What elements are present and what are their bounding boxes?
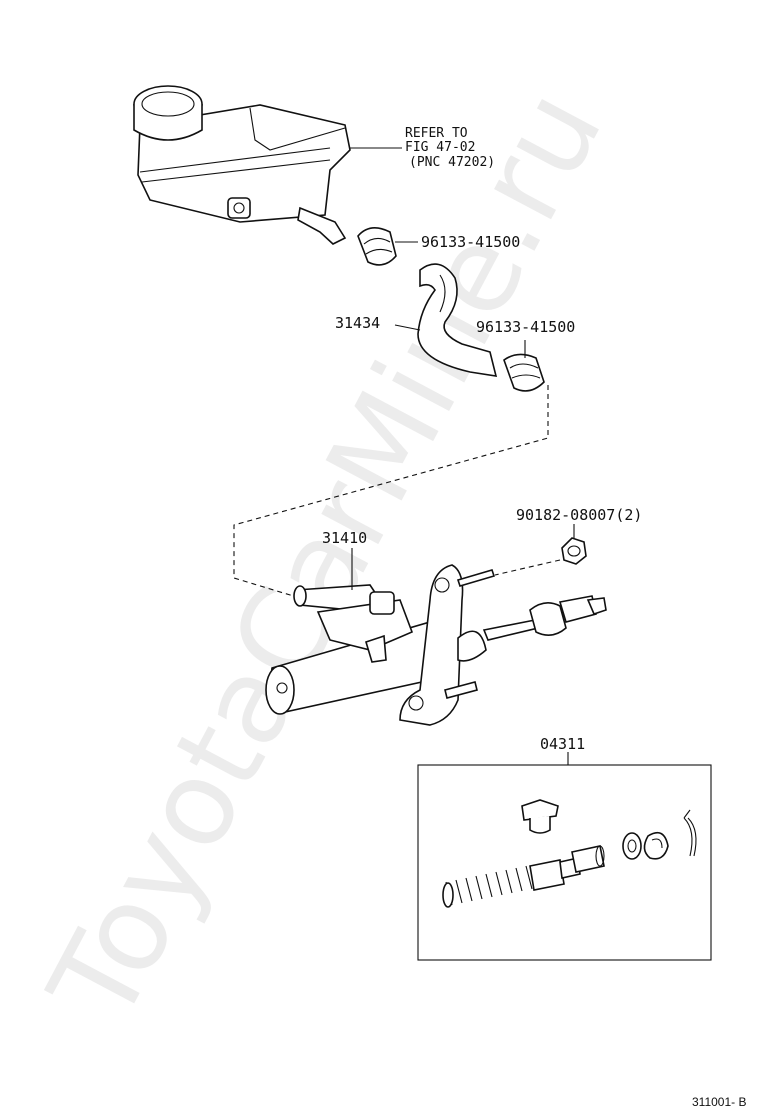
repair-kit-box xyxy=(417,764,712,961)
reservoir-tank[interactable] xyxy=(133,85,351,245)
hose-clip-lower[interactable] xyxy=(503,353,545,392)
clip-upper-label: 96133-41500 xyxy=(421,233,520,251)
refer-line-1: REFER TO xyxy=(405,126,468,141)
hose-label: 31434 xyxy=(335,314,380,332)
reservoir-hose[interactable] xyxy=(417,263,498,377)
master-cylinder-label: 31410 xyxy=(322,529,367,547)
repair-kit-label: 04311 xyxy=(540,735,585,753)
refer-line-3: (PNC 47202) xyxy=(409,155,495,170)
connection-dashed-line xyxy=(233,385,549,599)
leader-hose xyxy=(394,324,421,331)
nut[interactable] xyxy=(561,537,587,565)
clip-lower-label: 96133-41500 xyxy=(476,318,575,336)
repair-kit-parts[interactable] xyxy=(442,799,697,908)
hose-clip-upper[interactable] xyxy=(357,227,397,266)
nut-dashed-line xyxy=(494,559,561,576)
figure-code: 311001- B xyxy=(692,1095,747,1109)
refer-line-2: FIG 47-02 xyxy=(405,140,475,155)
nut-label: 90182-08007(2) xyxy=(516,506,642,524)
clutch-master-cylinder[interactable] xyxy=(265,564,607,726)
